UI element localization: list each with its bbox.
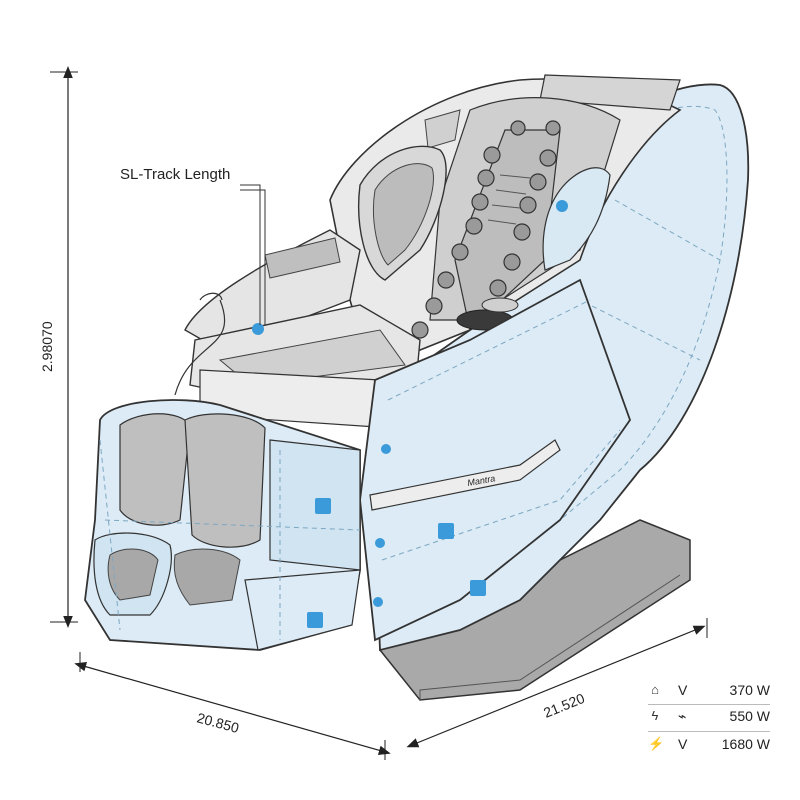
spec-row: ⌂ V 370 W <box>648 680 770 702</box>
dimension-lines <box>50 66 708 760</box>
home-outline-icon: ⌂ <box>651 682 659 697</box>
front-side-panel <box>359 278 632 642</box>
feature-icons <box>252 200 568 628</box>
lightning-icon: ⚡ <box>648 736 665 751</box>
spec-voltage: V <box>678 736 688 752</box>
shoulder-cushions <box>358 145 611 281</box>
spec-power: 370 W <box>729 682 770 698</box>
width-dimension-label: 20.850 <box>195 709 241 736</box>
spec-voltage: V <box>678 682 688 698</box>
spec-power: 1680 W <box>721 736 770 752</box>
leg-rest <box>84 399 361 651</box>
callout-label: SL-Track Length <box>120 166 230 183</box>
spec-row: ⚡ V 1680 W <box>648 734 770 756</box>
spec-power: 550 W <box>729 708 770 724</box>
seat-and-armrest <box>174 229 422 431</box>
spec-voltage: ⌁ <box>678 708 687 724</box>
plug-icon: ϟ <box>651 708 659 723</box>
height-dimension-label: 2.98070 <box>39 321 55 372</box>
brand-logo: Mantra <box>467 473 496 488</box>
spec-row: ϟ ⌁ 550 W <box>648 706 770 728</box>
spec-divider <box>648 731 770 732</box>
depth-dimension-label: 21.520 <box>541 690 587 721</box>
callout-leader <box>240 184 266 325</box>
spec-divider <box>648 704 770 705</box>
